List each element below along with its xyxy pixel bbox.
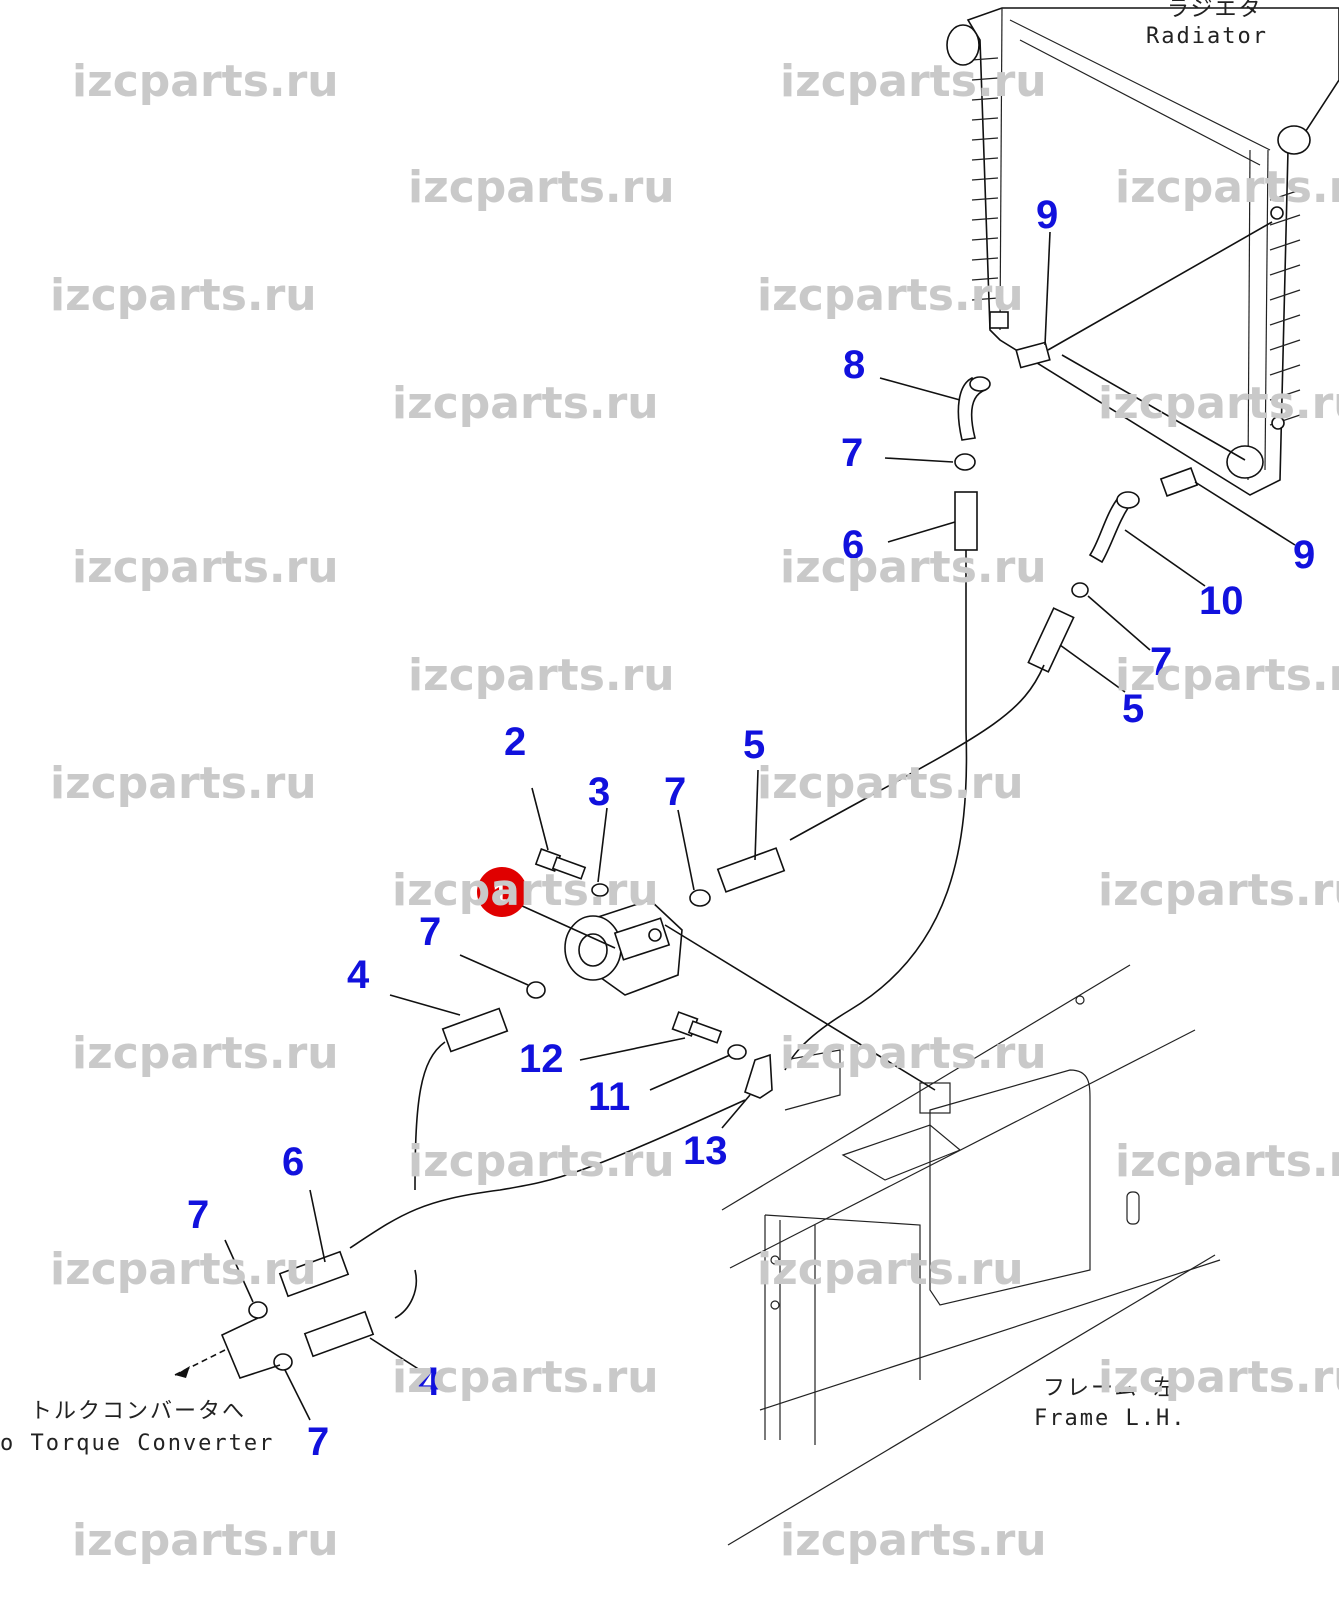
callout-9-upper: 9 <box>1036 193 1058 237</box>
caption-torque-en: o Torque Converter <box>0 1431 274 1456</box>
radiator <box>946 7 1339 496</box>
clamp-7-mid <box>689 889 711 907</box>
drain-fitting-lower <box>1159 467 1199 497</box>
clamp-7-top <box>954 453 976 471</box>
callout-6-upper: 6 <box>842 523 864 567</box>
elbow-10 <box>1088 491 1140 564</box>
watermark: izcparts.ru <box>780 1028 1047 1079</box>
caption-frame-jp: フレーム 左 <box>1043 1376 1178 1401</box>
hose-5-right <box>1027 607 1075 673</box>
watermark: izcparts.ru <box>50 270 317 321</box>
watermarks: izcparts.ru izcparts.ru izcparts.ru izcp… <box>50 56 1339 1566</box>
frame-lh <box>721 964 1221 1546</box>
hose-4-lower <box>303 1310 375 1358</box>
caption-radiator-jp: ラジエタ <box>1167 0 1263 22</box>
highlight-badge-label: 1 <box>493 878 507 908</box>
callout-4-upper: 4 <box>347 953 370 997</box>
callout-7-e: 7 <box>187 1193 209 1237</box>
clamp-7-lower-a <box>248 1301 268 1319</box>
callout-8: 8 <box>843 343 865 387</box>
watermark: izcparts.ru <box>392 1352 659 1403</box>
callout-4-lower: 4 <box>418 1360 441 1404</box>
watermark: izcparts.ru <box>757 1244 1024 1295</box>
callout-5-right: 5 <box>1122 687 1144 731</box>
hose-6-lower <box>278 1250 350 1298</box>
washer-11 <box>727 1044 747 1060</box>
callout-13: 13 <box>683 1129 728 1173</box>
watermark: izcparts.ru <box>1098 865 1339 916</box>
watermark: izcparts.ru <box>392 378 659 429</box>
leader-lines <box>224 231 1296 1421</box>
callout-10: 10 <box>1199 579 1244 623</box>
callout-12: 12 <box>519 1037 564 1081</box>
watermark: izcparts.ru <box>1098 378 1339 429</box>
callout-7-a: 7 <box>841 431 863 475</box>
watermark: izcparts.ru <box>1115 650 1339 701</box>
watermark: izcparts.ru <box>392 865 659 916</box>
caption-frame-en: Frame L.H. <box>1034 1406 1186 1431</box>
bracket-13 <box>744 1053 773 1099</box>
watermark: izcparts.ru <box>72 542 339 593</box>
watermark: izcparts.ru <box>408 1136 675 1187</box>
watermark: izcparts.ru <box>50 758 317 809</box>
watermark: izcparts.ru <box>757 758 1024 809</box>
watermark: izcparts.ru <box>1115 162 1339 213</box>
callout-6-lower: 6 <box>282 1140 304 1184</box>
callout-9-lower: 9 <box>1293 533 1315 577</box>
watermark: izcparts.ru <box>1098 1352 1339 1403</box>
clamp-7-left <box>526 981 546 999</box>
caption-radiator-en: Radiator <box>1146 24 1268 49</box>
callout-5-mid: 5 <box>743 723 765 767</box>
watermark: izcparts.ru <box>72 1028 339 1079</box>
callout-2: 2 <box>504 720 526 764</box>
clamp-7-lower-b <box>273 1353 293 1371</box>
callout-7-b: 7 <box>1150 640 1172 684</box>
bolt-2 <box>534 848 587 880</box>
callout-11: 11 <box>588 1075 630 1119</box>
drain-fitting-upper <box>1015 221 1273 461</box>
watermark: izcparts.ru <box>408 650 675 701</box>
watermark: izcparts.ru <box>757 270 1024 321</box>
watermark: izcparts.ru <box>408 162 675 213</box>
washer-3 <box>591 883 609 897</box>
watermark: izcparts.ru <box>780 542 1047 593</box>
watermark: izcparts.ru <box>72 1515 339 1566</box>
elbow-8 <box>957 376 991 441</box>
highlight-badge: 1 <box>477 867 527 917</box>
watermark: izcparts.ru <box>780 56 1047 107</box>
hose-5-mid <box>716 847 786 893</box>
hose-4-upper <box>441 1007 509 1053</box>
caption-torque-jp: トルクコンバータへ <box>30 1399 246 1424</box>
callout-7-c: 7 <box>664 770 686 814</box>
watermark: izcparts.ru <box>780 1515 1047 1566</box>
watermark: izcparts.ru <box>1115 1136 1339 1187</box>
callout-7-f: 7 <box>307 1420 329 1464</box>
watermark: izcparts.ru <box>50 1244 317 1295</box>
callout-3: 3 <box>588 770 610 814</box>
bolt-12 <box>671 1011 723 1044</box>
callout-7-d: 7 <box>419 910 441 954</box>
clamp-7-right <box>1071 582 1089 598</box>
watermark: izcparts.ru <box>72 56 339 107</box>
